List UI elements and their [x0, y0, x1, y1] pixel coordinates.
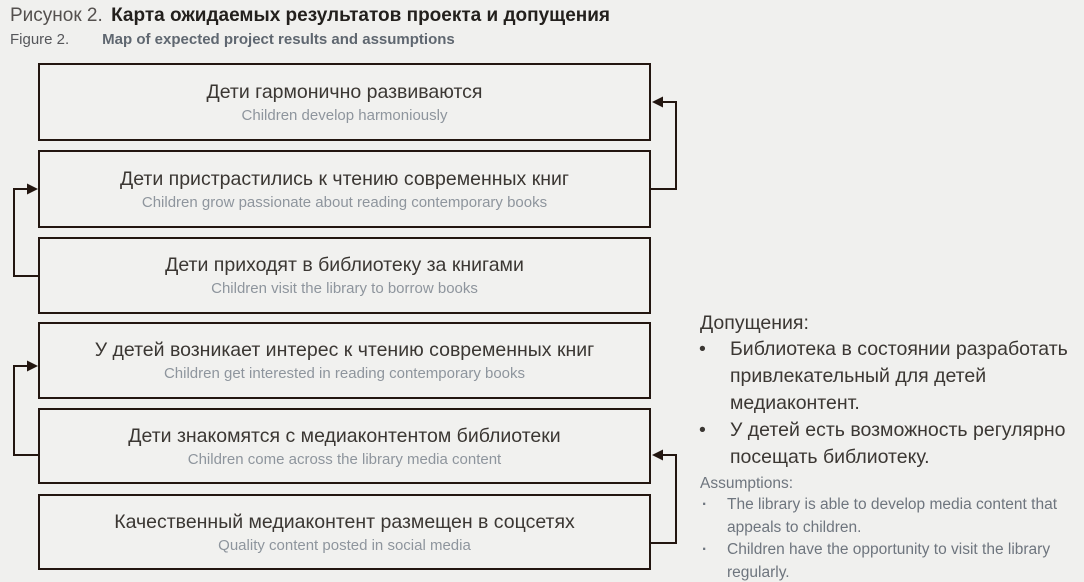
assumption-item-ru: У детей есть возможность регулярно посещ… — [694, 417, 1070, 471]
assumption-item-en: The library is able to develop media con… — [694, 494, 1070, 539]
figure-title-ru: Карта ожидаемых результатов проекта и до… — [111, 5, 611, 26]
box-text-en: Children grow passionate about reading c… — [141, 193, 548, 211]
figure-header: Рисунок 2. Карта ожидаемых результатов п… — [10, 4, 610, 50]
connector-line-right-top — [651, 101, 677, 190]
connector-box5-to-box4 — [13, 360, 39, 456]
box-text-ru: У детей возникает интерес к чтению совре… — [94, 339, 595, 361]
assumptions-list-ru: Библиотека в состоянии разработать привл… — [694, 336, 1070, 471]
box-text-ru: Дети приходят в библиотеку за книгами — [165, 254, 524, 276]
arrowhead-left-icon — [652, 96, 663, 108]
flow-box-harmonious-development: Дети гармонично развиваются Children dev… — [38, 63, 651, 141]
arrowhead-right-icon — [27, 360, 38, 372]
assumption-item-ru: Библиотека в состоянии разработать привл… — [694, 336, 1070, 417]
flow-box-visit-library-for-books: Дети приходят в библиотеку за книгами Ch… — [38, 237, 651, 314]
box-text-ru: Качественный медиаконтент размещен в соц… — [114, 510, 575, 533]
figure-title-en-line: Figure 2. Map of expected project result… — [10, 30, 610, 50]
box-text-ru: Дети пристрастились к чтению современных… — [120, 167, 569, 190]
assumptions-panel: Допущения: Библиотека в состоянии разраб… — [694, 310, 1070, 582]
box-text-en: Quality content posted in social media — [218, 536, 471, 554]
connector-line-left-bottom — [13, 365, 39, 456]
box-text-ru: Дети знакомятся с медиаконтентом библиот… — [128, 424, 561, 447]
flow-box-interest-in-reading: У детей возникает интерес к чтению совре… — [38, 322, 651, 399]
box-text-en: Children develop harmoniously — [241, 106, 448, 124]
arrowhead-left-icon — [652, 449, 663, 461]
flow-box-passionate-reading: Дети пристрастились к чтению современных… — [38, 150, 651, 228]
assumptions-list-en: The library is able to develop media con… — [694, 494, 1070, 582]
connector-line-left-top — [13, 188, 39, 277]
figure-title-en: Map of expected project results and assu… — [102, 31, 455, 48]
box-text-en: Children come across the library media c… — [187, 450, 502, 468]
arrowhead-right-icon — [27, 183, 38, 195]
assumptions-heading-ru: Допущения: — [700, 312, 809, 334]
assumption-item-en: Children have the opportunity to visit t… — [694, 539, 1070, 582]
box-text-ru: Дети гармонично развиваются — [206, 80, 483, 103]
connector-box3-to-box2 — [13, 183, 39, 277]
box-text-en: Children visit the library to borrow boo… — [211, 280, 478, 297]
figure-title-ru-line: Рисунок 2. Карта ожидаемых результатов п… — [10, 4, 610, 28]
flow-box-content-in-social-media: Качественный медиаконтент размещен в соц… — [38, 494, 651, 570]
connector-box6-to-box5 — [651, 449, 677, 544]
figure-number-en: Figure 2. — [10, 31, 70, 48]
connector-line-right-bottom — [651, 454, 677, 544]
connector-box2-to-box1 — [651, 96, 677, 190]
assumptions-heading-en: Assumptions: — [700, 475, 794, 492]
flow-box-media-content-exposure: Дети знакомятся с медиаконтентом библиот… — [38, 408, 651, 484]
figure-number-ru: Рисунок 2. — [10, 5, 103, 26]
box-text-en: Children get interested in reading conte… — [163, 365, 526, 382]
